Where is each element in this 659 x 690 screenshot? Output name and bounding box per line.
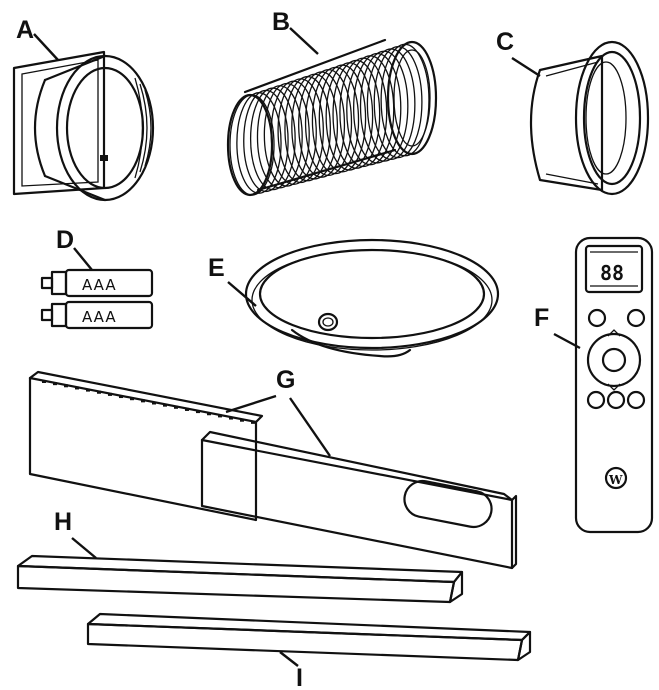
- window-slider-g: [28, 370, 518, 570]
- label-f: F: [534, 304, 549, 332]
- exhaust-hose-b: [226, 38, 438, 197]
- label-h: H: [54, 508, 72, 536]
- drain-hose-e: [244, 238, 500, 358]
- batteries-d: AAA AAA: [40, 268, 154, 330]
- remote-control-f: 88 W: [574, 236, 654, 534]
- window-adapter-a: [12, 50, 155, 202]
- label-b: B: [272, 8, 290, 36]
- label-c: C: [496, 28, 514, 56]
- remote-logo: W: [608, 473, 623, 487]
- label-i: I: [296, 664, 303, 690]
- hose-connector-c: [529, 40, 650, 196]
- label-e: E: [208, 254, 225, 282]
- label-a: A: [16, 16, 34, 44]
- foam-strip-i: [86, 612, 532, 662]
- remote-display-digits: 88: [600, 261, 624, 285]
- label-g: G: [276, 366, 295, 394]
- label-d: D: [56, 226, 74, 254]
- battery-label-2: AAA: [82, 308, 117, 326]
- foam-strip-h: [16, 554, 464, 604]
- battery-label-1: AAA: [82, 276, 117, 294]
